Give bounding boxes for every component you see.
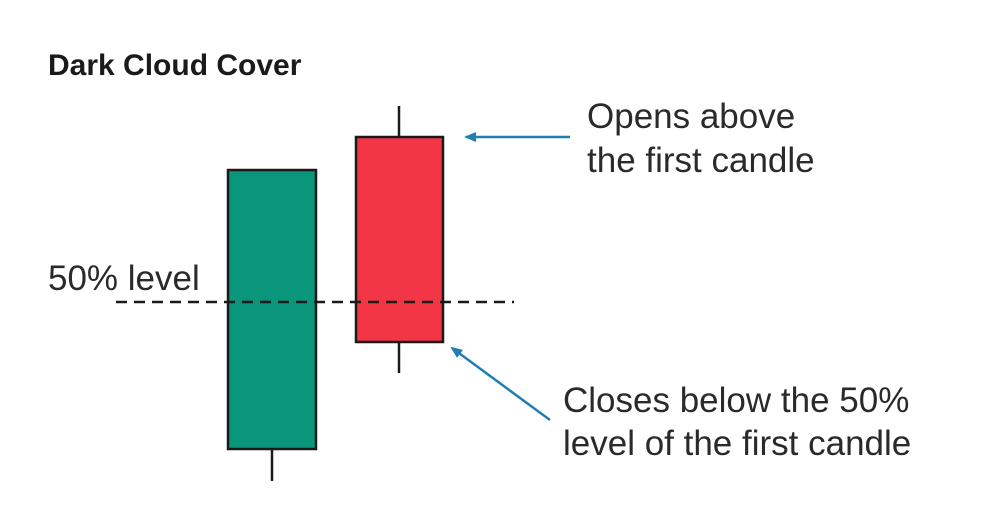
fifty-percent-level-label: 50% level — [48, 259, 200, 298]
closes-below-text-line2: level of the first candle — [563, 424, 911, 463]
first-candle-body — [226, 168, 318, 451]
second-candle — [354, 106, 445, 373]
closes-below-annotation: Closes below the 50% level of the first … — [450, 346, 911, 463]
first-candle — [226, 168, 318, 481]
opens-above-annotation: Opens above the first candle — [464, 97, 815, 180]
fifty-percent-level: 50% level — [48, 259, 514, 304]
closes-below-arrow — [450, 346, 551, 422]
opens-above-text-line2: the first candle — [587, 141, 815, 180]
closes-below-text-line1: Closes below the 50% — [563, 381, 909, 420]
diagram-title: Dark Cloud Cover — [48, 49, 302, 82]
second-candle-body — [354, 135, 445, 344]
opens-above-text-line1: Opens above — [587, 97, 795, 136]
